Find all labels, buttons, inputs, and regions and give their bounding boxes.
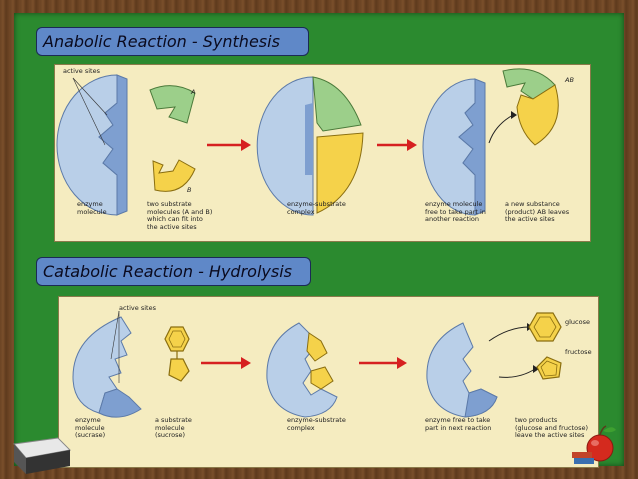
sucrase-caption: enzyme molecule (sucrase): [75, 416, 106, 440]
fructose-label: fructose: [565, 348, 592, 356]
caption-line: the active sites: [147, 222, 197, 231]
leave-arrowhead: [511, 111, 517, 119]
enzyme-substrate-complex-shape: [256, 76, 364, 216]
caption-line: two substrate: [147, 200, 192, 208]
leave-arrow: [488, 114, 514, 144]
enzyme-shape-free: [422, 78, 486, 216]
caption-line: molecule: [77, 207, 107, 216]
active-sites-label: active sites: [63, 67, 100, 75]
enzyme-caption: enzyme molecule: [77, 200, 107, 216]
caption-line: molecule: [75, 423, 105, 432]
pointer-line: [72, 77, 108, 116]
anabolic-title-text: Anabolic Reaction - Synthesis: [43, 32, 280, 51]
caption-line: leave the active sites: [515, 431, 585, 439]
caption-line: enzyme-substrate: [287, 416, 346, 424]
substrates-caption: two substrate molecules (A and B) which …: [147, 200, 213, 231]
caption-line: complex: [287, 207, 315, 216]
sucrose-caption: a substrate molecule (sucrose): [155, 416, 192, 440]
free-enzyme-caption: enzyme free to take part in next reactio…: [425, 416, 492, 432]
substrate-a-shape: [149, 85, 196, 124]
new-substance-caption: a new substance (product) AB leaves the …: [505, 200, 570, 224]
caption-line: enzyme free to take: [425, 416, 491, 424]
caption-line: part in next reaction: [425, 423, 492, 432]
free-enzyme-caption: enzyme molecule free to take part in ano…: [425, 200, 486, 224]
catabolic-diagram: active sites glucose fructose enzyme mol…: [58, 296, 599, 468]
reaction-arrow-3: [201, 357, 251, 369]
caption-line: enzyme: [77, 200, 103, 208]
substrate-b-shape: [152, 159, 196, 192]
caption-line: (product) AB leaves: [505, 207, 570, 216]
catabolic-title: Catabolic Reaction - Hydrolysis: [36, 257, 311, 286]
caption-line: (sucrase): [75, 431, 106, 439]
fructose-shape: [536, 356, 562, 380]
caption-line: enzyme-substrate: [287, 200, 346, 208]
caption-line: the active sites: [505, 215, 555, 223]
reaction-arrow-4: [359, 357, 407, 369]
fructose-arrow: [498, 368, 536, 378]
complex-caption: enzyme-substrate complex: [287, 416, 346, 432]
catabolic-svg: [72, 310, 562, 418]
reaction-arrow-2: [377, 139, 417, 151]
sucrase-shape: [72, 316, 142, 418]
caption-line: enzyme molecule: [425, 200, 483, 208]
anabolic-diagram: active sites A B AB enzyme molecule two …: [54, 64, 591, 242]
pointer-line: [110, 310, 120, 360]
glucose-label: glucose: [565, 318, 590, 326]
caption-line: a new substance: [505, 200, 560, 208]
catabolic-title-text: Catabolic Reaction - Hydrolysis: [43, 262, 292, 281]
sucrase-sucrose-complex-shape: [266, 322, 338, 418]
fructose-arrowhead: [533, 365, 539, 373]
label-ab: AB: [565, 76, 574, 84]
caption-line: which can fit into: [147, 215, 203, 223]
caption-line: another reaction: [425, 215, 480, 223]
caption-line: (sucrose): [155, 431, 186, 439]
label-a: A: [191, 88, 196, 96]
glucose-arrow: [488, 326, 530, 342]
sucrose-shape: [164, 326, 190, 382]
label-b: B: [187, 186, 192, 194]
products-caption: two products (glucose and fructose) leav…: [515, 416, 588, 440]
caption-line: molecules (A and B): [147, 207, 213, 216]
caption-line: enzyme: [75, 416, 101, 424]
caption-line: free to take part in: [425, 207, 486, 216]
anabolic-title: Anabolic Reaction - Synthesis: [36, 27, 309, 56]
anabolic-svg: [56, 68, 559, 216]
reaction-arrow-1: [207, 139, 251, 151]
caption-line: a substrate: [155, 416, 192, 424]
pointer-line: [72, 77, 106, 146]
product-ab-shape: [502, 68, 559, 146]
glucose-shape: [528, 312, 562, 342]
caption-line: complex: [287, 423, 315, 432]
caption-line: (glucose and fructose): [515, 423, 588, 432]
sucrase-free-shape: [426, 322, 498, 418]
caption-line: two products: [515, 416, 558, 424]
caption-line: molecule: [155, 423, 185, 432]
complex-caption: enzyme-substrate complex: [287, 200, 346, 216]
active-sites-label: active sites: [119, 304, 156, 312]
enzyme-shape-1: [56, 74, 128, 216]
